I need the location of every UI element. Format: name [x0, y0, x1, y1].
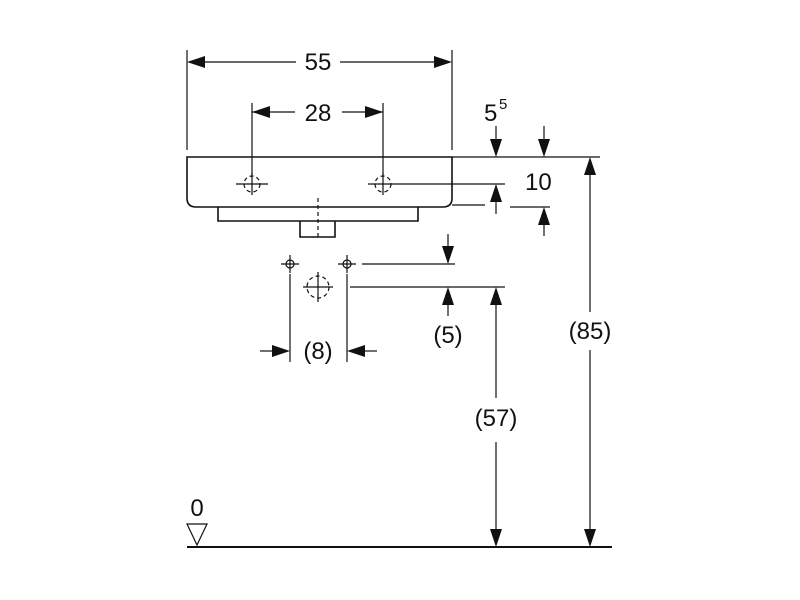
waste-outlet [280, 254, 505, 362]
overall-width-label: 55 [305, 49, 332, 76]
rim-offset-label: 5 [484, 100, 497, 127]
tap-hole-left [236, 103, 268, 195]
overall-height-label: (85) [569, 318, 612, 345]
dimension-tap-hole-spacing: 28 [252, 100, 383, 127]
dimension-overall-width: 55 [186, 49, 453, 150]
floor-level-label: 0 [190, 495, 203, 522]
floor-level: 0 [186, 495, 612, 548]
waste-height-label: (57) [475, 405, 518, 432]
waste-spacing-label: (8) [303, 338, 332, 365]
tap-hole-right [368, 103, 398, 195]
dimension-waste-spacing: (8) [260, 338, 377, 365]
dimension-waste-offset: (5) [433, 234, 463, 349]
dimension-rim-depth: 10 [490, 169, 552, 236]
waste-offset-label: (5) [433, 322, 462, 349]
rim-depth-label: 10 [525, 169, 552, 196]
dimension-rim-offset: 5 5 [484, 96, 550, 157]
dimension-waste-height: (57) [475, 287, 518, 547]
basin-outline [186, 156, 453, 240]
tap-hole-spacing-label: 28 [305, 100, 332, 127]
rim-offset-superscript: 5 [499, 96, 507, 113]
dimension-overall-height: (85) [569, 157, 612, 547]
